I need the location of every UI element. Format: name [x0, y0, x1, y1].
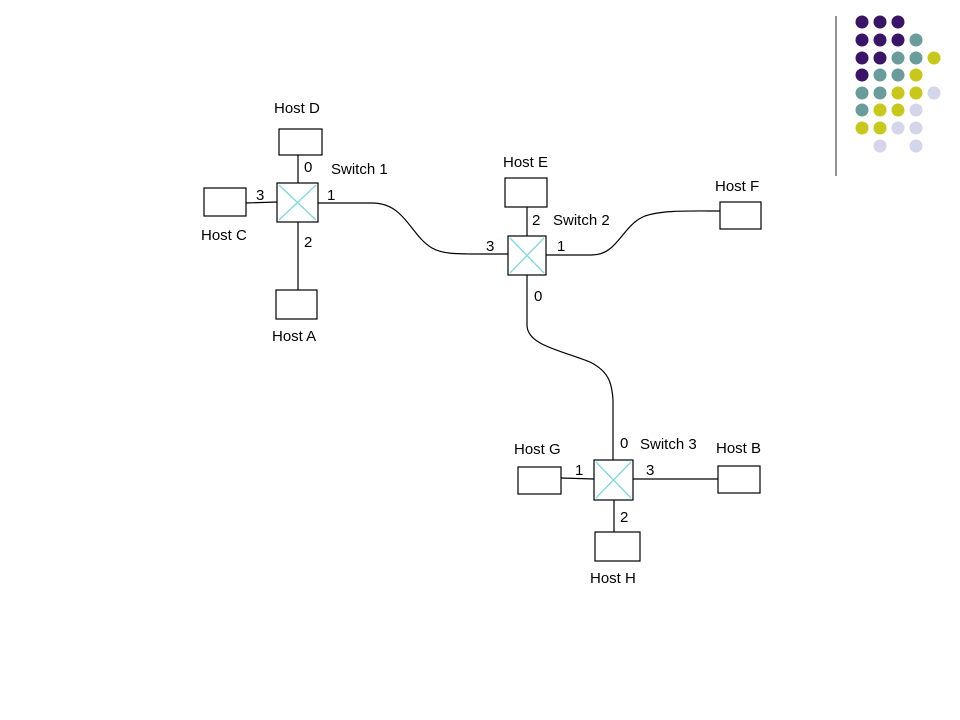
- decorative-dot: [909, 103, 923, 117]
- decorative-dot: [891, 15, 905, 29]
- host-g-box: [517, 466, 562, 495]
- links: [245, 154, 721, 532]
- decorative-dot: [891, 121, 905, 135]
- decorative-dot-grid: [855, 15, 941, 153]
- decorative-dot: [891, 103, 905, 117]
- decorative-dot: [873, 103, 887, 117]
- s3-port-2: 2: [620, 509, 628, 526]
- s2-port-1: 1: [557, 238, 565, 255]
- host-d-label: Host D: [274, 100, 320, 117]
- decorative-dot: [855, 51, 869, 65]
- switch-3: [593, 459, 634, 501]
- host-d-box: [278, 128, 323, 156]
- decorative-dot: [855, 121, 869, 135]
- decorative-dot: [855, 86, 869, 100]
- link-s1-hostc: [245, 201, 278, 204]
- s2-port-2: 2: [532, 212, 540, 229]
- host-g-label: Host G: [514, 441, 561, 458]
- host-e-box: [504, 177, 548, 208]
- switch-1: [276, 182, 319, 223]
- link-s2-s3: [526, 275, 614, 460]
- link-s2-hostf: [546, 210, 721, 256]
- s3-port-1: 1: [575, 462, 583, 479]
- host-c-label: Host C: [201, 227, 247, 244]
- s1-port-2: 2: [304, 234, 312, 251]
- host-h-box: [594, 531, 641, 562]
- switch-2: [507, 235, 547, 276]
- host-a-label: Host A: [272, 328, 316, 345]
- decorative-dot: [927, 51, 941, 65]
- decorative-dot: [855, 103, 869, 117]
- decorative-dot: [873, 139, 887, 153]
- decorative-dot: [909, 33, 923, 47]
- s1-port-0: 0: [304, 159, 312, 176]
- link-s3-hostg: [560, 477, 595, 480]
- decorative-dot: [873, 86, 887, 100]
- decorative-dot: [909, 86, 923, 100]
- decorative-dot: [909, 68, 923, 82]
- host-b-box: [717, 465, 761, 494]
- decorative-dot: [873, 33, 887, 47]
- host-c-box: [203, 187, 247, 217]
- link-s1-s2: [318, 202, 509, 255]
- decorative-dot: [909, 121, 923, 135]
- decorative-dot: [855, 68, 869, 82]
- host-f-box: [719, 201, 762, 230]
- host-b-label: Host B: [716, 440, 761, 457]
- decorative-dot: [891, 33, 905, 47]
- host-a-box: [275, 289, 318, 320]
- decorative-dot: [909, 51, 923, 65]
- switch-3-label: Switch 3: [640, 436, 697, 453]
- decorative-dot: [873, 51, 887, 65]
- decorative-dot: [873, 121, 887, 135]
- decorative-dot: [891, 68, 905, 82]
- decorative-dot: [855, 33, 869, 47]
- decorative-dot: [909, 139, 923, 153]
- decorative-dot: [873, 15, 887, 29]
- s1-port-1: 1: [327, 187, 335, 204]
- host-f-label: Host F: [715, 178, 759, 195]
- decorative-dot: [891, 86, 905, 100]
- s3-port-3: 3: [646, 462, 654, 479]
- decorative-dot: [891, 51, 905, 65]
- switch-1-label: Switch 1: [331, 161, 388, 178]
- s2-port-3: 3: [486, 238, 494, 255]
- s2-port-0: 0: [534, 288, 542, 305]
- decorative-dot: [927, 86, 941, 100]
- switch-2-label: Switch 2: [553, 212, 610, 229]
- s3-port-0: 0: [620, 435, 628, 452]
- decorative-dot: [855, 15, 869, 29]
- s1-port-3: 3: [256, 187, 264, 204]
- decorative-dot: [873, 68, 887, 82]
- host-e-label: Host E: [503, 154, 548, 171]
- host-h-label: Host H: [590, 570, 636, 587]
